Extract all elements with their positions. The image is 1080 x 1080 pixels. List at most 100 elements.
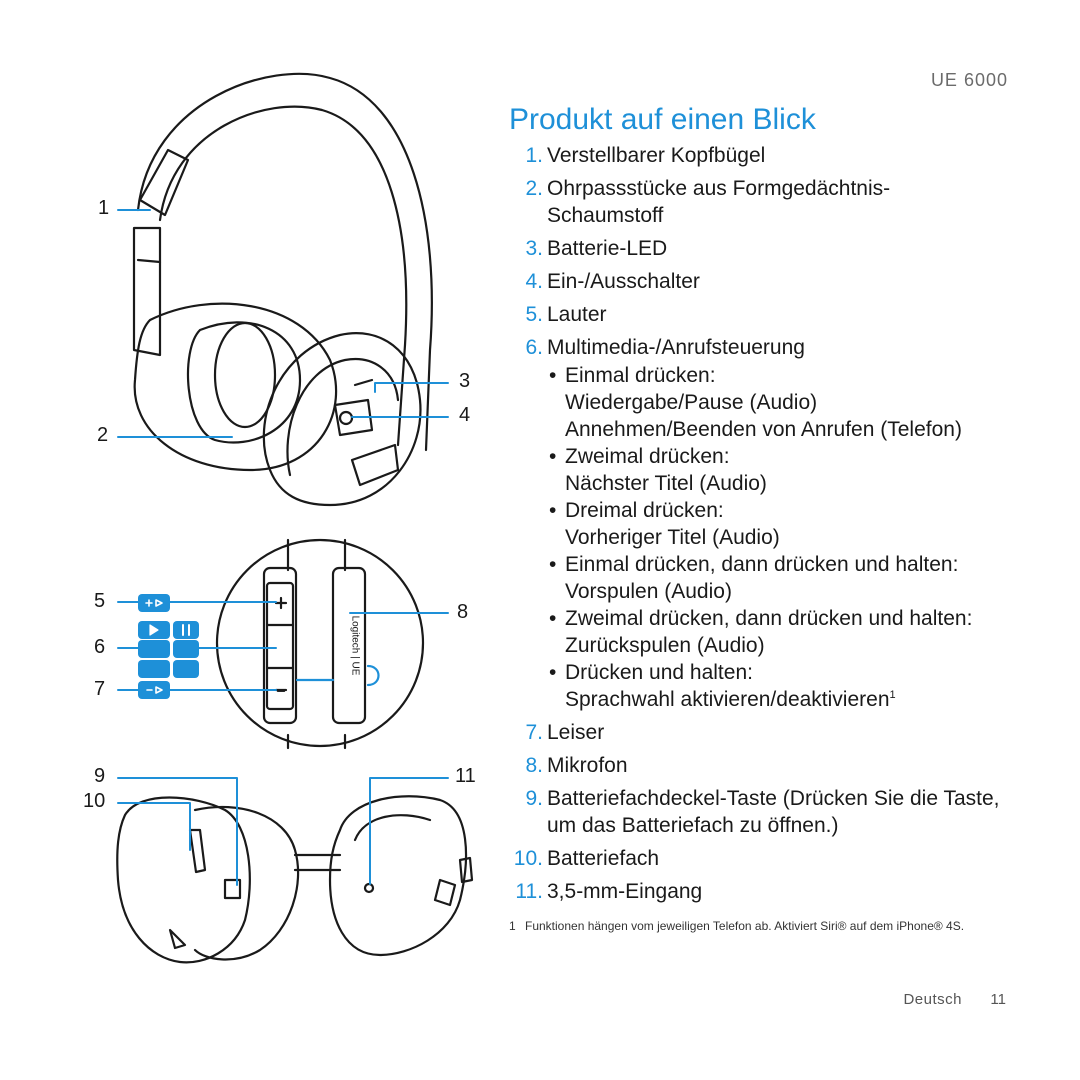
callout-6: 6 <box>94 636 106 658</box>
next-track-icon <box>138 660 170 678</box>
bullet-item: Zweimal drücken, dann drücken und halten… <box>547 605 1029 659</box>
list-item: 8. Mikrofon <box>509 752 1029 779</box>
left-ear-cup <box>193 805 300 961</box>
bullet-line: Vorheriger Titel (Audio) <box>565 526 780 549</box>
item-number: 11. <box>515 880 543 903</box>
headband-extension <box>132 226 162 357</box>
remote-brand-label: Logitech | UE <box>349 615 361 676</box>
remote-plus-label: + <box>276 594 286 610</box>
list-item: 1. Verstellbarer Kopfbügel <box>509 142 1029 169</box>
list-item: 7. Leiser <box>509 719 1029 746</box>
callout-11: 11 <box>455 765 476 787</box>
headphone-side-illustration <box>132 72 433 507</box>
item-number: 4. <box>525 270 543 293</box>
logo-mark <box>433 878 457 907</box>
right-ear-cup <box>328 795 468 957</box>
battery-led <box>353 378 374 387</box>
callout-lines-remote <box>117 601 449 691</box>
callout-lines-top <box>117 209 449 438</box>
call-answer-icon <box>138 640 170 658</box>
pause-icon <box>173 621 199 639</box>
bullet-line: Nächster Titel (Audio) <box>565 472 767 495</box>
callout-4: 4 <box>459 404 471 426</box>
headband-bridge <box>293 853 342 872</box>
bullet-line: Annehmen/Beenden von Anrufen (Telefon) <box>565 418 962 441</box>
item-number: 8. <box>525 754 543 777</box>
bullet-item: Drücken und halten: Sprachwahl aktiviere… <box>547 659 1029 713</box>
list-item: 11. 3,5-mm-Eingang <box>509 878 1029 905</box>
item-number: 10. <box>513 847 543 870</box>
headphone-front-illustration <box>116 795 474 964</box>
footnote-ref: 1 <box>889 689 896 701</box>
headband-inner <box>158 105 408 447</box>
item-text: Ohrpassstücke aus Formgedächtnis-Schaums… <box>547 177 891 227</box>
bullet-head: Einmal drücken, dann drücken und halten: <box>565 553 959 576</box>
item-text: Lauter <box>547 303 607 326</box>
page-title: Produkt auf einen Blick <box>509 103 816 136</box>
callout-7: 7 <box>94 678 106 700</box>
item-text: 3,5-mm-Eingang <box>547 880 703 903</box>
item-text: Batteriefachdeckel-Taste (Drücken Sie di… <box>547 787 1000 837</box>
item-number: 3. <box>525 237 543 260</box>
list-item: 10. Batteriefach <box>509 845 1029 872</box>
volume-up-glyph <box>145 599 163 607</box>
volume-down-glyph <box>146 686 163 694</box>
volume-up-icon <box>138 594 170 612</box>
battery-compartment <box>223 878 242 900</box>
call-end-icon <box>173 640 199 658</box>
item-number: 2. <box>525 177 543 200</box>
callout-lines-bottom <box>117 777 449 886</box>
battery-cover <box>350 443 400 487</box>
battery-door-open <box>116 796 251 964</box>
power-button-housing <box>333 398 374 437</box>
item-number: 7. <box>525 721 543 744</box>
footer-language: Deutsch <box>903 991 962 1008</box>
bullet-head: Dreimal drücken: <box>565 499 724 522</box>
list-item: 3. Batterie-LED <box>509 235 1029 262</box>
ear-cup-rim <box>286 357 400 477</box>
remote-control-illustration <box>215 538 425 750</box>
previous-track-icon <box>173 660 199 678</box>
right-ear-cup-rim <box>353 814 432 842</box>
footnote: 1 Funktionen hängen vom jeweiligen Telef… <box>509 918 985 934</box>
bullet-item: Zweimal drücken: Nächster Titel (Audio) <box>547 443 1029 497</box>
remote-control-icons <box>138 594 199 699</box>
play-glyph <box>149 624 159 636</box>
callout-5: 5 <box>94 590 106 612</box>
item-number: 6. <box>525 336 543 359</box>
list-item: 5. Lauter <box>509 301 1029 328</box>
callout-10: 10 <box>83 790 106 812</box>
item-text: Leiser <box>547 721 605 744</box>
audio-jack-icon <box>363 882 375 894</box>
bullet-head: Drücken und halten: <box>565 661 753 684</box>
bullet-line: Zurückspulen (Audio) <box>565 634 765 657</box>
list-item: 4. Ein-/Ausschalter <box>509 268 1029 295</box>
bullet-list: Einmal drücken: Wiedergabe/Pause (Audio)… <box>547 362 1029 713</box>
item-text: Multimedia-/Anrufsteuerung <box>547 336 805 359</box>
bullet-item: Dreimal drücken: Vorheriger Titel (Audio… <box>547 497 1029 551</box>
item-number: 1. <box>525 144 543 167</box>
volume-down-icon <box>138 681 170 699</box>
bullet-line-text: Sprachwahl aktivieren/deaktivieren <box>565 688 890 711</box>
bullet-line: Wiedergabe/Pause (Audio) <box>565 391 818 414</box>
right-cup-slider <box>458 856 474 884</box>
list-item: 6. Multimedia-/Anrufsteuerung Einmal drü… <box>509 334 1029 713</box>
hinge <box>168 928 187 950</box>
battery-door-button <box>188 828 207 874</box>
list-item: 9. Batteriefachdeckel-Taste (Drücken Sie… <box>509 785 1017 839</box>
power-icon <box>338 410 354 426</box>
list-item: 2. Ohrpassstücke aus Formgedächtnis-Scha… <box>509 175 967 229</box>
ear-cup-front <box>262 332 422 507</box>
callout-1: 1 <box>98 197 110 219</box>
item-number: 9. <box>525 787 543 810</box>
item-text: Mikrofon <box>547 754 628 777</box>
callout-8: 8 <box>457 601 469 623</box>
ear-cup-recess <box>213 321 277 429</box>
ear-cushion-inner <box>186 321 302 444</box>
headband-mark <box>136 258 162 264</box>
headband-slider <box>138 148 190 217</box>
model-name: UE 6000 <box>930 70 1008 90</box>
bullet-line: Sprachwahl aktivieren/deaktivieren1 <box>565 686 1029 713</box>
callout-3: 3 <box>459 370 471 392</box>
